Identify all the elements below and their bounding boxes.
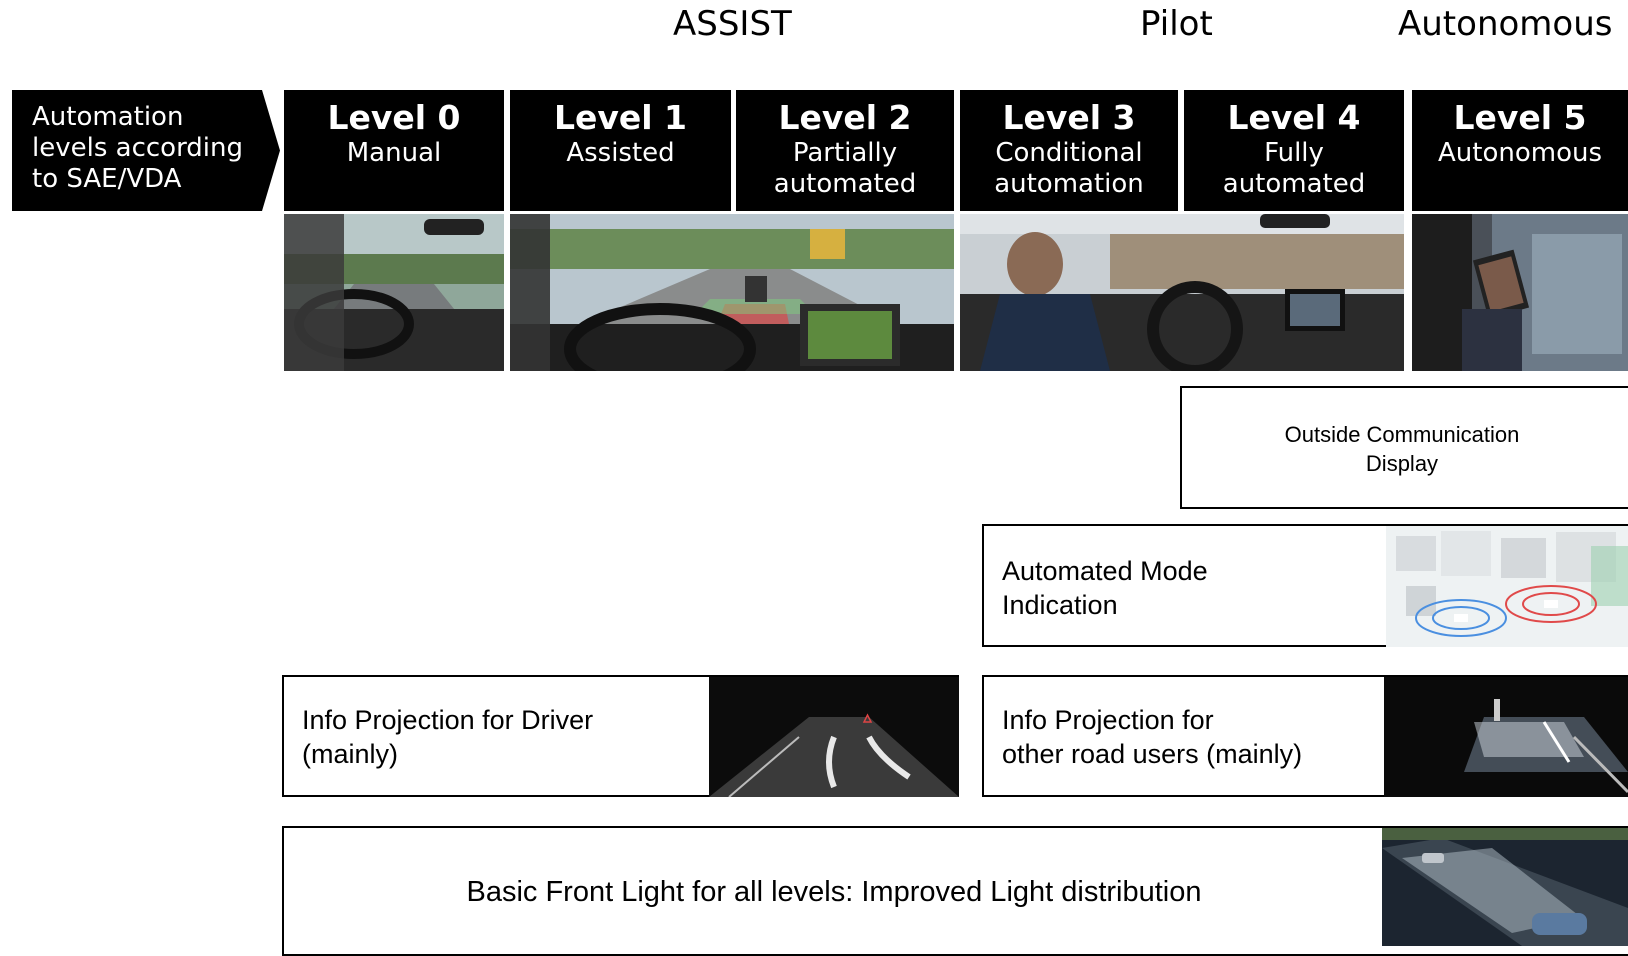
info-projection-driver-image: [709, 677, 959, 797]
level-3-subtitle-1: Conditional: [995, 138, 1143, 168]
automated-mode-image: [1386, 526, 1628, 647]
outside-communication-box: Outside Communication Display: [1180, 386, 1628, 509]
level-0-subtitle: Manual: [346, 138, 442, 168]
automated-mode-line1: Automated Mode: [1002, 556, 1208, 586]
info-projection-others-image: [1384, 677, 1628, 797]
level-4-subtitle-2: automated: [1222, 169, 1366, 199]
info-others-line2: other road users (mainly): [1002, 739, 1303, 769]
sae-label-line2: levels according: [32, 133, 244, 163]
automated-mode-line2: Indication: [1002, 590, 1118, 620]
level-4-title: Level 4: [1227, 98, 1361, 137]
sae-label-line1: Automation: [32, 102, 184, 132]
level-3-subtitle-2: automation: [994, 169, 1144, 199]
category-pilot: Pilot: [1140, 4, 1213, 44]
info-others-line1: Info Projection for: [1002, 705, 1214, 735]
basic-front-light-image: [1382, 828, 1628, 946]
basic-front-light-label: Basic Front Light for all levels: Improv…: [466, 876, 1202, 908]
level-1-header: Level 1 Assisted: [510, 90, 731, 211]
sae-label-line3: to SAE/VDA: [32, 164, 182, 194]
level-1-title: Level 1: [553, 98, 688, 137]
level-4-subtitle-1: Fully: [1264, 138, 1324, 168]
level-0-photo: [284, 214, 504, 371]
level-4-header: Level 4 Fully automated: [1184, 90, 1404, 211]
level-3-title: Level 3: [1002, 98, 1136, 137]
level-3-4-photo: [960, 214, 1404, 371]
level-1-subtitle: Assisted: [566, 138, 675, 168]
info-driver-line2: (mainly): [302, 739, 399, 769]
category-assist: ASSIST: [673, 4, 792, 44]
info-driver-line1: Info Projection for Driver: [302, 705, 594, 735]
level-2-title: Level 2: [778, 98, 912, 137]
level-0-title: Level 0: [327, 98, 461, 137]
outside-comm-line2: Display: [1365, 451, 1439, 476]
level-1-2-photo: [510, 214, 954, 371]
level-2-header: Level 2 Partially automated: [736, 90, 954, 211]
level-3-header: Level 3 Conditional automation: [960, 90, 1178, 211]
level-2-subtitle-2: automated: [773, 169, 917, 199]
level-0-header: Level 0 Manual: [284, 90, 504, 211]
level-5-title: Level 5: [1453, 98, 1587, 137]
level-2-subtitle-1: Partially: [792, 138, 898, 168]
level-5-subtitle: Autonomous: [1437, 138, 1602, 168]
level-5-photo: [1412, 214, 1628, 371]
outside-comm-line1: Outside Communication: [1284, 422, 1520, 447]
sae-levels-arrow: Automation levels according to SAE/VDA: [12, 90, 280, 211]
level-5-header: Level 5 Autonomous: [1412, 90, 1628, 211]
category-autonomous: Autonomous: [1398, 4, 1613, 44]
